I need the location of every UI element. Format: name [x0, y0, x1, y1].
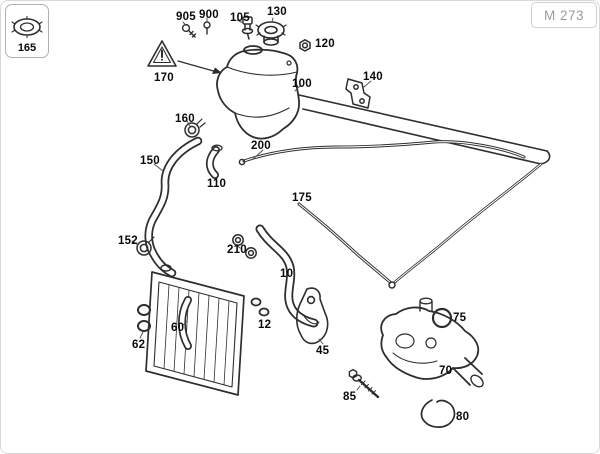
part-label-70[interactable]: 70: [439, 365, 453, 377]
part-label-105[interactable]: 105: [230, 12, 250, 24]
part-label-900[interactable]: 900: [199, 9, 219, 21]
clamp-152-art: [136, 236, 155, 256]
part-label-200[interactable]: 200: [251, 140, 271, 152]
orings-62-art: [137, 304, 151, 332]
part-label-75[interactable]: 75: [453, 312, 467, 324]
expansion-tank-art: [216, 45, 300, 140]
part-label-10[interactable]: 10: [280, 268, 294, 280]
inset-part-number: 165: [17, 42, 37, 54]
bracket-140-art: [345, 78, 371, 109]
clamps-210-art: [232, 234, 257, 259]
screws-art: [181, 21, 211, 38]
inset-part-box[interactable]: 165: [5, 4, 49, 58]
part-label-140[interactable]: 140: [363, 71, 383, 83]
part-label-210[interactable]: 210: [227, 244, 247, 256]
clamp-160-art: [184, 118, 206, 138]
part-label-160[interactable]: 160: [175, 113, 195, 125]
part-label-150[interactable]: 150: [140, 155, 160, 167]
tank-cap-art: [255, 21, 287, 46]
leader-lines: [131, 17, 372, 391]
part-label-80[interactable]: 80: [456, 411, 470, 423]
part-label-85[interactable]: 85: [343, 391, 357, 403]
part-label-45[interactable]: 45: [316, 345, 330, 357]
warning-triangle-art: [147, 40, 222, 74]
part-label-12[interactable]: 12: [258, 319, 272, 331]
hose-110-art: [205, 144, 223, 179]
part-label-120[interactable]: 120: [315, 38, 335, 50]
cap-seal-icon: [11, 15, 43, 39]
part-label-152[interactable]: 152: [118, 235, 138, 247]
nut-art: [299, 39, 311, 52]
hose-60-art: [178, 296, 192, 350]
pipe-200-art: [238, 140, 526, 166]
model-code-box: M 273: [531, 2, 597, 28]
part-label-905[interactable]: 905: [176, 11, 196, 23]
part-label-175[interactable]: 175: [292, 192, 312, 204]
part-label-60[interactable]: 60: [171, 322, 185, 334]
vent-pipes-right-art: [298, 94, 551, 284]
part-label-100[interactable]: 100: [292, 78, 312, 90]
washers-12-art: [250, 297, 270, 317]
part-label-62[interactable]: 62: [132, 339, 146, 351]
part-label-130[interactable]: 130: [267, 6, 287, 18]
thermostat-housing-art: [380, 297, 484, 388]
model-code: M 273: [543, 7, 585, 23]
part-label-110[interactable]: 110: [207, 178, 227, 190]
pipe-175-art: [297, 202, 396, 289]
bolt-85-art: [348, 368, 380, 399]
radiator-art: [145, 264, 245, 396]
oring-75-art: [431, 307, 453, 329]
hose-150-art: [144, 136, 203, 278]
sensor-art: [241, 16, 254, 40]
bracket-45-art: [295, 287, 329, 345]
clip-80-art: [420, 399, 456, 428]
part-label-170[interactable]: 170: [154, 72, 174, 84]
hose-10-art: [255, 224, 319, 328]
